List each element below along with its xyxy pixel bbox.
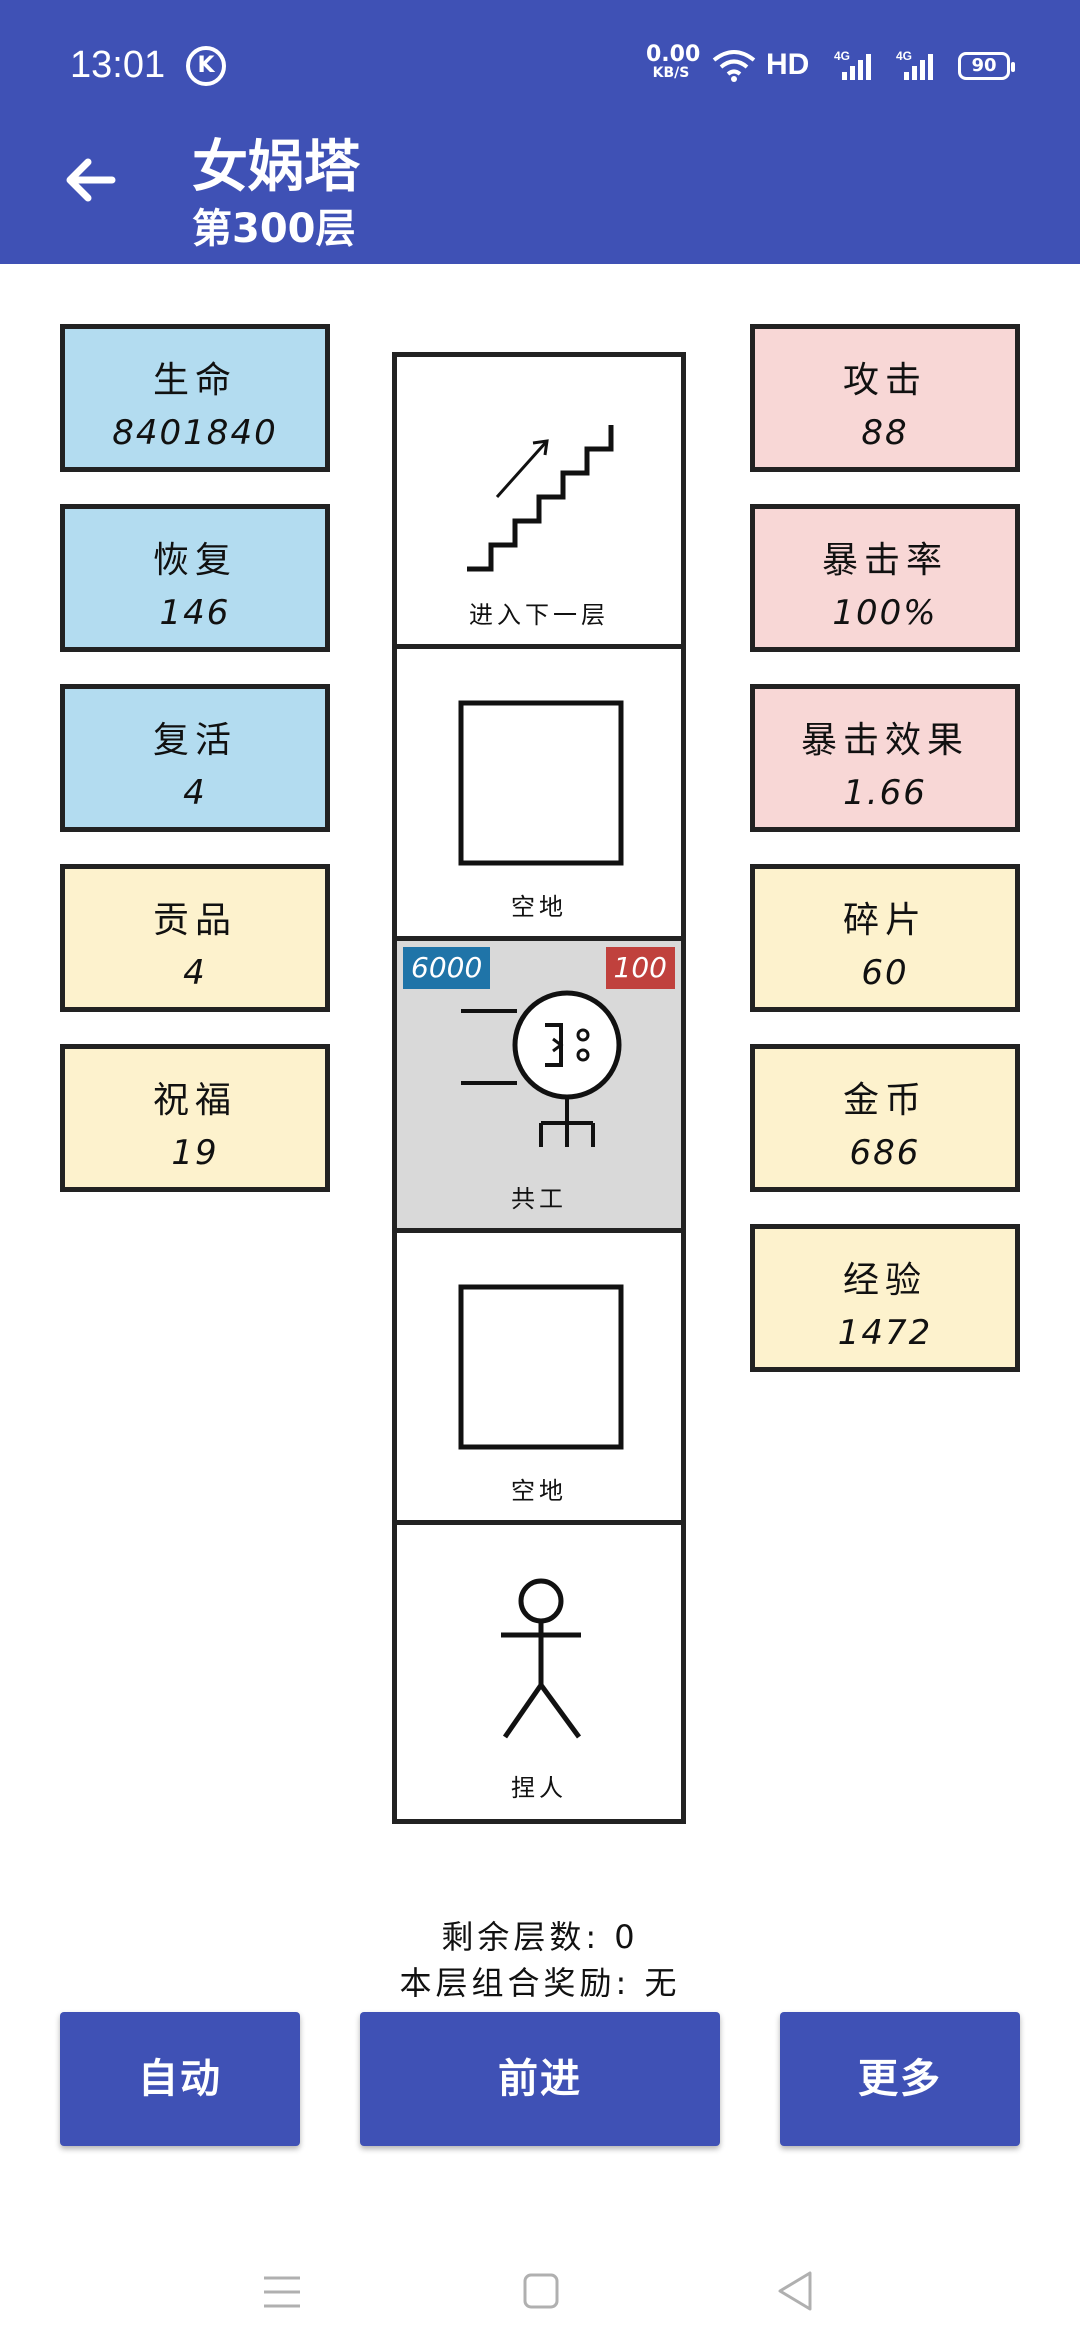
stat-card-recovery: 恢复 146	[60, 504, 330, 652]
monster-attack-badge: 100	[605, 947, 675, 989]
cell-caption: 捏人	[511, 1774, 567, 1802]
stat-card-hp: 生命 8401840	[60, 324, 330, 472]
tower-cell-monster[interactable]: 6000 100 共工	[397, 941, 681, 1233]
stat-label: 金币	[842, 1080, 927, 1121]
forward-button[interactable]: 前进	[360, 2012, 720, 2146]
stat-label: 恢复	[152, 540, 237, 581]
person-icon	[501, 1578, 582, 1739]
tower-cell-person[interactable]: 捏人	[397, 1525, 681, 1817]
stat-value: 4	[183, 773, 207, 813]
stat-value: 8401840	[112, 413, 278, 453]
stat-card-fragments: 碎片 60	[750, 864, 1020, 1012]
network-speed-value: 0.00	[646, 42, 701, 67]
monster-icon	[461, 990, 622, 1147]
network-speed: 0.00 KB/S	[646, 42, 701, 82]
stat-label: 碎片	[842, 900, 927, 941]
back-triangle-icon[interactable]	[776, 2270, 814, 2312]
stat-card-crit-effect: 暴击效果 1.66	[750, 684, 1020, 832]
stat-value: 1.66	[843, 773, 927, 813]
stat-value: 4	[183, 953, 207, 993]
stat-card-experience: 经验 1472	[750, 1224, 1020, 1372]
signal-4g-icon: 4G	[834, 49, 871, 80]
svg-text:4G: 4G	[896, 49, 912, 63]
status-time: 13:01	[70, 44, 166, 86]
stat-card-revive: 复活 4	[60, 684, 330, 832]
remaining-floors-text: 剩余层数: 0	[441, 1918, 639, 1956]
stat-card-attack: 攻击 88	[750, 324, 1020, 472]
stat-label: 复活	[152, 720, 237, 761]
stat-card-gold: 金币 686	[750, 1044, 1020, 1192]
stat-card-offering: 贡品 4	[60, 864, 330, 1012]
stat-label: 贡品	[152, 900, 237, 941]
empty-square-icon	[458, 700, 624, 866]
empty-square-icon	[458, 1284, 624, 1450]
wifi-icon	[712, 50, 756, 82]
app-bar: 13:01 K 0.00 KB/S HD 4G 4G 90	[0, 0, 1080, 264]
stat-label: 祝福	[152, 1080, 237, 1121]
cell-caption: 共工	[511, 1185, 567, 1213]
signal-4g-icon-2: 4G	[896, 49, 933, 80]
tower-cell-next-floor[interactable]: 进入下一层	[397, 357, 681, 649]
tower-column: 进入下一层 空地 6000 100 共工 空	[392, 352, 686, 1824]
tower-cell-empty-1[interactable]: 空地	[397, 649, 681, 941]
cell-caption: 空地	[511, 1477, 567, 1505]
home-icon[interactable]	[522, 2272, 560, 2310]
stat-label: 经验	[842, 1260, 927, 1301]
stat-card-blessing: 祝福 19	[60, 1044, 330, 1192]
monster-hp-badge: 6000	[403, 947, 491, 989]
network-speed-unit: KB/S	[652, 65, 690, 81]
more-button[interactable]: 更多	[780, 2012, 1020, 2146]
stat-label: 暴击率	[821, 540, 948, 581]
floor-subtitle: 第300层	[192, 206, 356, 252]
cell-caption: 空地	[511, 893, 567, 921]
stat-value: 100%	[832, 593, 938, 633]
stat-value: 19	[171, 1133, 219, 1173]
stat-card-crit-rate: 暴击率 100%	[750, 504, 1020, 652]
auto-button[interactable]: 自动	[60, 2012, 300, 2146]
stat-label: 生命	[152, 360, 237, 401]
cell-caption: 进入下一层	[469, 601, 609, 629]
system-nav-bar	[0, 2200, 1080, 2340]
battery-icon: 90	[958, 52, 1015, 80]
page-title: 女娲塔	[192, 135, 360, 200]
stat-value: 146	[159, 593, 231, 633]
stairs-icon	[467, 425, 614, 572]
stat-value: 686	[849, 1133, 921, 1173]
stat-value: 1472	[837, 1313, 933, 1353]
stat-label: 攻击	[842, 360, 927, 401]
menu-icon[interactable]	[262, 2274, 302, 2310]
status-bar: 13:01 K 0.00 KB/S HD 4G 4G 90	[0, 0, 1080, 130]
stat-value: 60	[861, 953, 909, 993]
back-arrow-icon[interactable]	[60, 150, 120, 210]
hd-voice-icon: HD	[766, 48, 810, 81]
svg-text:4G: 4G	[834, 49, 850, 63]
floor-reward-text: 本层组合奖励: 无	[399, 1964, 681, 2002]
stat-label: 暴击效果	[800, 720, 969, 761]
k-app-icon: K	[186, 46, 226, 86]
tower-cell-empty-2[interactable]: 空地	[397, 1233, 681, 1525]
stat-value: 88	[861, 413, 909, 453]
